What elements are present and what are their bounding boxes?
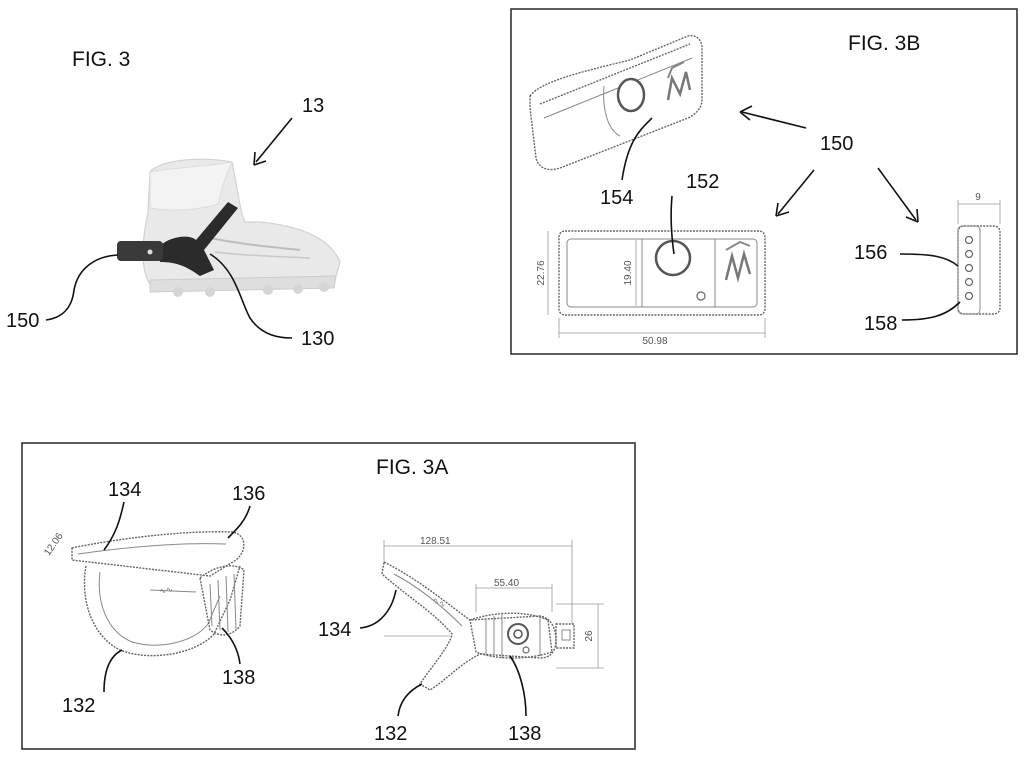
brand-mark-left: ∿∿ (159, 585, 174, 596)
leader-134-right (359, 589, 397, 629)
label-136: 136 (232, 483, 265, 505)
label-158: 158 (864, 313, 897, 335)
label-134-left: 134 (108, 479, 141, 501)
module-side-view (957, 200, 1001, 315)
module-isometric (529, 34, 703, 171)
arrow-150-a-head (739, 105, 753, 121)
arrow-150-b (777, 169, 815, 215)
dim-pad: 55.40 (494, 578, 519, 589)
label-134-right: 134 (318, 619, 351, 641)
leader-150 (45, 254, 119, 321)
leader-154 (621, 117, 653, 181)
label-154: 154 (600, 187, 633, 209)
label-130: 130 (301, 328, 334, 350)
strap-top-view: ∿∿ (381, 540, 604, 691)
fig3b-frame (510, 8, 1018, 355)
sensor-150 (117, 241, 163, 261)
label-132-left: 132 (62, 695, 95, 717)
fig3: FIG. 3 13 150 130 (6, 48, 341, 350)
module-front-view (547, 230, 766, 338)
label-138-right: 138 (508, 723, 541, 745)
leader-132-left (103, 649, 123, 693)
label-152: 152 (686, 171, 719, 193)
strap-isometric: ∿∿ (71, 531, 245, 657)
label-150: 150 (6, 310, 39, 332)
shoe-drawing (142, 158, 341, 297)
label-138-left: 138 (222, 667, 255, 689)
label-132-right: 132 (374, 723, 407, 745)
dim-inner: 19.40 (623, 260, 634, 285)
arrow-150-a (741, 111, 807, 129)
dim-length: 50.98 (642, 336, 667, 347)
dim-height-3a: 26 (584, 630, 595, 642)
fig3a-panel: FIG. 3A ∿∿ 12.06 134 136 132 138 (21, 442, 636, 750)
fig3a-frame (21, 442, 636, 750)
leader-136 (227, 505, 251, 539)
brand-mark-right: ∿∿ (431, 596, 447, 610)
leader-138-left (221, 627, 241, 665)
arrow-150-b-head (775, 202, 790, 217)
label-13: 13 (302, 95, 324, 117)
leader-156 (899, 253, 959, 267)
arrow-150-c (877, 167, 917, 221)
fig3a-title: FIG. 3A (376, 456, 448, 479)
label-150-3b: 150 (820, 133, 853, 155)
leader-132-right (397, 683, 423, 717)
leader-134-left (103, 501, 125, 551)
arrow-13 (255, 117, 293, 163)
leader-158 (901, 301, 961, 321)
dim-width: 12.06 (42, 531, 66, 558)
dim-overall: 128.51 (420, 536, 451, 547)
arrow-13-head (253, 151, 267, 166)
strap-130 (160, 202, 238, 276)
fig3b-title: FIG. 3B (848, 32, 920, 55)
label-156: 156 (854, 242, 887, 264)
fig3b-panel: FIG. 3B 154 150 (510, 8, 1018, 355)
fig3-title: FIG. 3 (72, 48, 130, 71)
arrow-150-c-head (905, 208, 919, 223)
leader-152 (670, 195, 675, 255)
dim-height: 22.76 (536, 260, 547, 285)
dim-depth: 9 (975, 192, 981, 203)
leader-138-right (509, 655, 527, 717)
leader-130 (209, 253, 293, 339)
